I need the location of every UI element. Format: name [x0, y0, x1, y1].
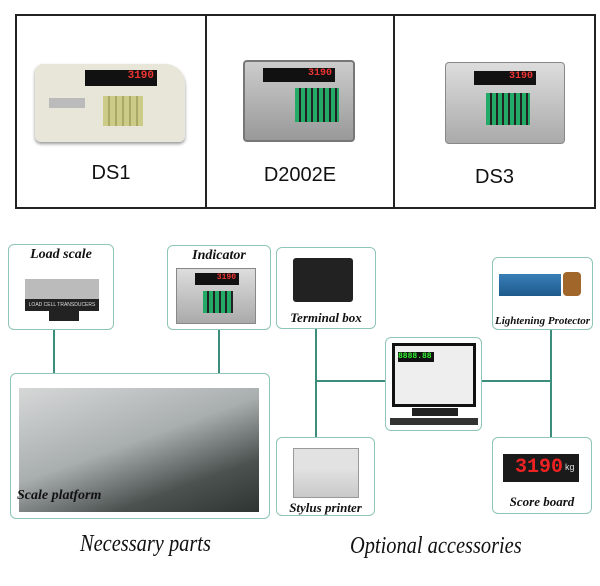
card-terminal-box: Terminal box	[276, 247, 376, 329]
ds1-device-image: 3190	[35, 64, 185, 142]
ds3-device-image: 3190	[445, 62, 565, 144]
load-cell-image	[25, 279, 99, 301]
card-computer: 8888.88	[385, 337, 482, 431]
score-board-image: 3190	[503, 454, 579, 482]
keyboard-image	[390, 418, 478, 425]
load-cell-base	[49, 311, 79, 321]
keypad	[103, 96, 143, 126]
connector-line	[218, 330, 220, 374]
computer-monitor-image: 8888.88	[392, 343, 476, 407]
model-ds3: 3190 DS3	[395, 16, 594, 207]
terminal-box-image	[293, 258, 353, 302]
connector-line	[482, 380, 552, 382]
connector-line	[53, 330, 55, 374]
model-label: D2002E	[263, 164, 337, 186]
card-scale-platform: Scale platform	[10, 373, 270, 519]
score-board-unit: kg	[565, 462, 575, 472]
protector-coil	[563, 272, 581, 296]
card-score-board: 3190 kg Score board	[492, 437, 592, 514]
connector-line	[315, 380, 385, 382]
model-ds1: 3190 DS1	[17, 16, 207, 207]
computer-base	[412, 408, 458, 416]
card-lightening-protector: Lightening Protector	[492, 257, 593, 330]
card-indicator: Indicator 3190	[167, 245, 271, 330]
model-comparison-panel: 3190 DS1 3190 D2002E 3190 DS3	[15, 14, 596, 209]
caption-optional-accessories: Optional accessories	[350, 533, 522, 559]
keypad	[203, 291, 233, 313]
scale-platform-image	[19, 388, 259, 512]
indicator-image: 3190	[176, 268, 256, 324]
keypad	[486, 93, 530, 125]
model-d2002e: 3190 D2002E	[207, 16, 395, 207]
printer-image	[293, 448, 359, 498]
caption-necessary-parts: Necessary parts	[80, 531, 211, 557]
connector-line	[550, 330, 552, 437]
connector-line	[315, 329, 317, 437]
d2002e-device-image: 3190	[243, 60, 355, 142]
card-stylus-printer: Stylus printer	[276, 437, 375, 516]
model-label: DS3	[475, 166, 514, 188]
printer-slot	[49, 98, 85, 108]
card-load-scale: Load scale LOAD CELL TRANSDUCERS	[8, 244, 114, 330]
protector-image	[499, 274, 561, 296]
model-label: DS1	[91, 162, 131, 184]
score-board-value: 3190	[514, 456, 563, 479]
keypad	[295, 88, 339, 122]
